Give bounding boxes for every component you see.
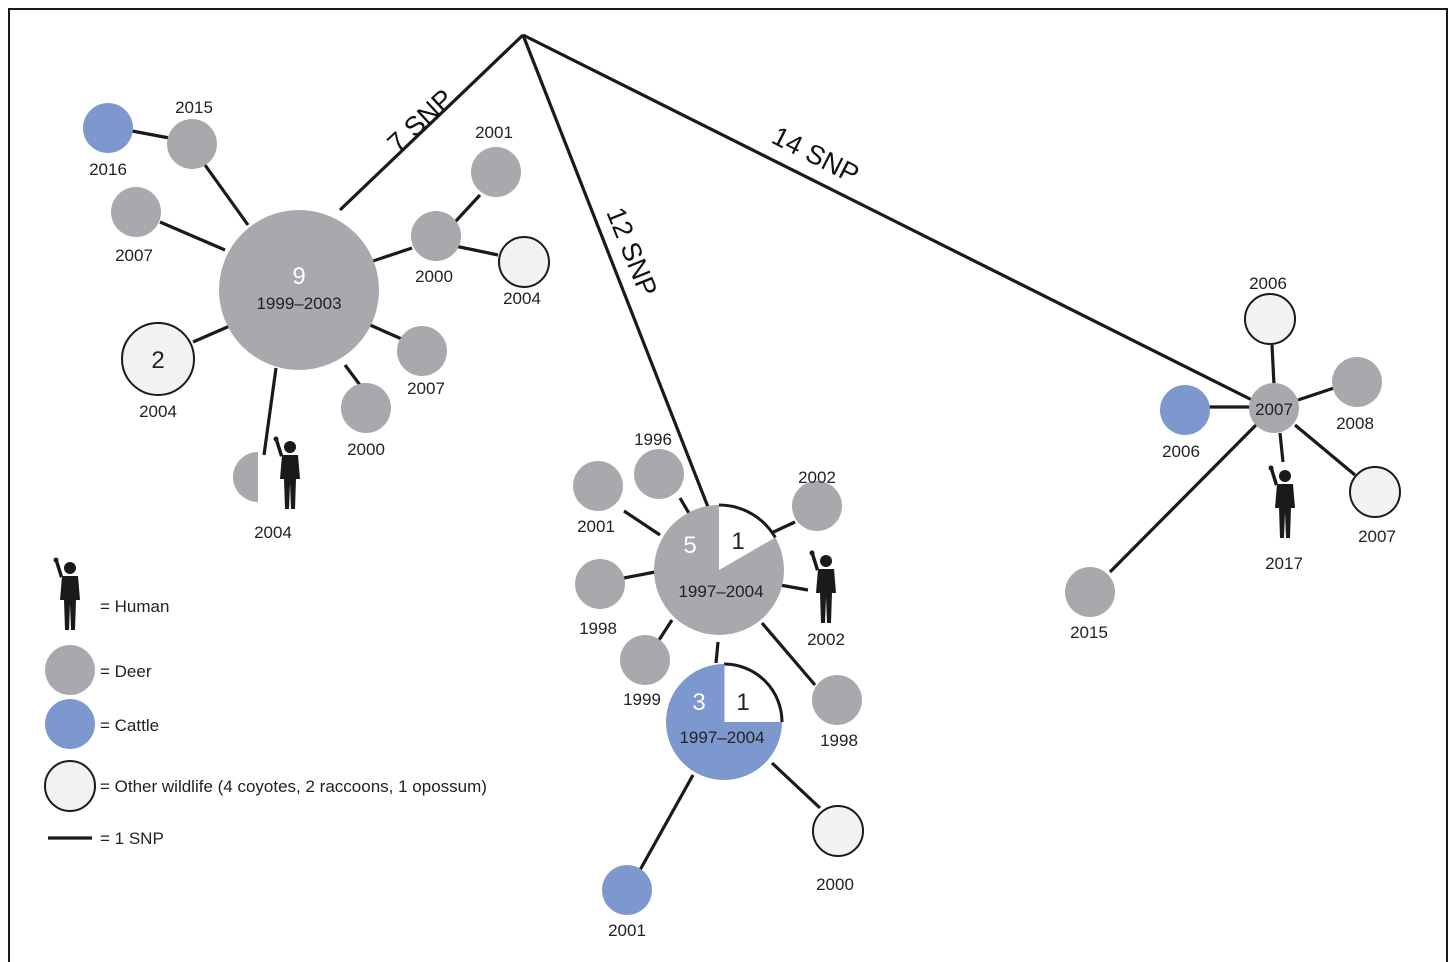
hub-count-cattle: 3 xyxy=(692,689,705,716)
node-year-label: 2001 xyxy=(475,123,513,142)
node-year-label: 2000 xyxy=(415,267,453,286)
hub-year: 2007 xyxy=(1255,400,1293,419)
half-deer-node xyxy=(233,452,258,502)
branch-label-right: 14 SNP xyxy=(767,121,864,190)
node-year-label: 2016 xyxy=(89,160,127,179)
human-icon xyxy=(273,436,300,509)
deer-node xyxy=(573,461,623,511)
legend-human-icon xyxy=(53,557,80,630)
legend-other-wildlife-swatch xyxy=(44,760,96,812)
legend-deer-swatch xyxy=(45,645,95,695)
node-year-label: 2000 xyxy=(816,875,854,894)
deer-node xyxy=(1065,567,1115,617)
legend-deer-label: = Deer xyxy=(100,662,152,681)
node-count: 2 xyxy=(151,347,164,374)
deer-node xyxy=(575,559,625,609)
other-wildlife-node xyxy=(121,322,195,396)
deer-node xyxy=(634,449,684,499)
left-cluster: 2016 2015 2007 9 1999–2003 2001 2000 200… xyxy=(83,98,550,542)
deer-node xyxy=(167,119,217,169)
cattle-node xyxy=(1160,385,1210,435)
deer-node xyxy=(111,187,161,237)
node-year-label: 1998 xyxy=(820,731,858,750)
node-year-label: 2007 xyxy=(1358,527,1396,546)
cattle-node xyxy=(83,103,133,153)
node-year-label: 2001 xyxy=(577,517,615,536)
cattle-node xyxy=(602,865,652,915)
legend-edge-label: = 1 SNP xyxy=(100,829,164,848)
deer-node xyxy=(411,211,461,261)
deer-hub-node xyxy=(219,210,379,370)
node-year-label: 2001 xyxy=(608,921,646,940)
right-cluster: 2006 2006 2007 2008 2007 2017 2015 xyxy=(1065,274,1401,642)
node-year-label: 2004 xyxy=(503,289,541,308)
node-year-label: 2015 xyxy=(1070,623,1108,642)
node-year-label: 2004 xyxy=(254,523,292,542)
node-year-label: 2006 xyxy=(1162,442,1200,461)
branch-label-middle: 12 SNP xyxy=(600,203,663,301)
deer-hub-node xyxy=(1249,383,1299,433)
figure-frame xyxy=(8,8,1448,962)
wildlife-slice xyxy=(724,664,782,722)
hub-years: 1999–2003 xyxy=(256,294,341,313)
node-year-label: 2008 xyxy=(1336,414,1374,433)
node-year-label: 2002 xyxy=(807,630,845,649)
node-year-label: 1998 xyxy=(579,619,617,638)
node-year-label: 2007 xyxy=(115,246,153,265)
legend: = Human = Deer = Cattle = Other wildlife… xyxy=(44,557,487,848)
deer-node xyxy=(792,481,842,531)
legend-other-label: = Other wildlife (4 coyotes, 2 raccoons,… xyxy=(100,777,487,796)
legend-human-label: = Human xyxy=(100,597,169,616)
branch-label-left: 7 SNP xyxy=(382,83,460,158)
node-year-label: 2015 xyxy=(175,98,213,117)
deer-node xyxy=(1332,357,1382,407)
deer-node xyxy=(471,147,521,197)
deer-node xyxy=(397,326,447,376)
hub-count-wildlife: 1 xyxy=(731,528,744,555)
node-year-label: 2004 xyxy=(139,402,177,421)
human-icon xyxy=(1268,465,1295,538)
node-year-label: 2017 xyxy=(1265,554,1303,573)
node-year-label: 2006 xyxy=(1249,274,1287,293)
human-icon xyxy=(809,550,836,623)
hub-count: 9 xyxy=(292,263,305,290)
node-year-label: 1996 xyxy=(634,430,672,449)
legend-cattle-label: = Cattle xyxy=(100,716,159,735)
middle-cluster: 1996 2001 1998 1999 5 1 1997–2004 2002 2… xyxy=(573,430,864,940)
hub-years: 1997–2004 xyxy=(679,728,764,747)
node-year-label: 2000 xyxy=(347,440,385,459)
legend-cattle-swatch xyxy=(45,699,95,749)
node-year-label: 1999 xyxy=(623,690,661,709)
deer-node xyxy=(620,635,670,685)
hub-count-deer: 5 xyxy=(683,532,696,559)
hub-years: 1997–2004 xyxy=(678,582,763,601)
node-year-label: 2007 xyxy=(407,379,445,398)
other-wildlife-node xyxy=(1244,293,1296,345)
deer-node xyxy=(812,675,862,725)
deer-node xyxy=(341,383,391,433)
other-wildlife-node xyxy=(812,805,864,857)
other-wildlife-node xyxy=(1349,466,1401,518)
other-wildlife-node xyxy=(498,236,550,288)
network-edges xyxy=(131,33,1357,871)
hub-count-wildlife: 1 xyxy=(736,689,749,716)
node-year-label: 2002 xyxy=(798,468,836,487)
